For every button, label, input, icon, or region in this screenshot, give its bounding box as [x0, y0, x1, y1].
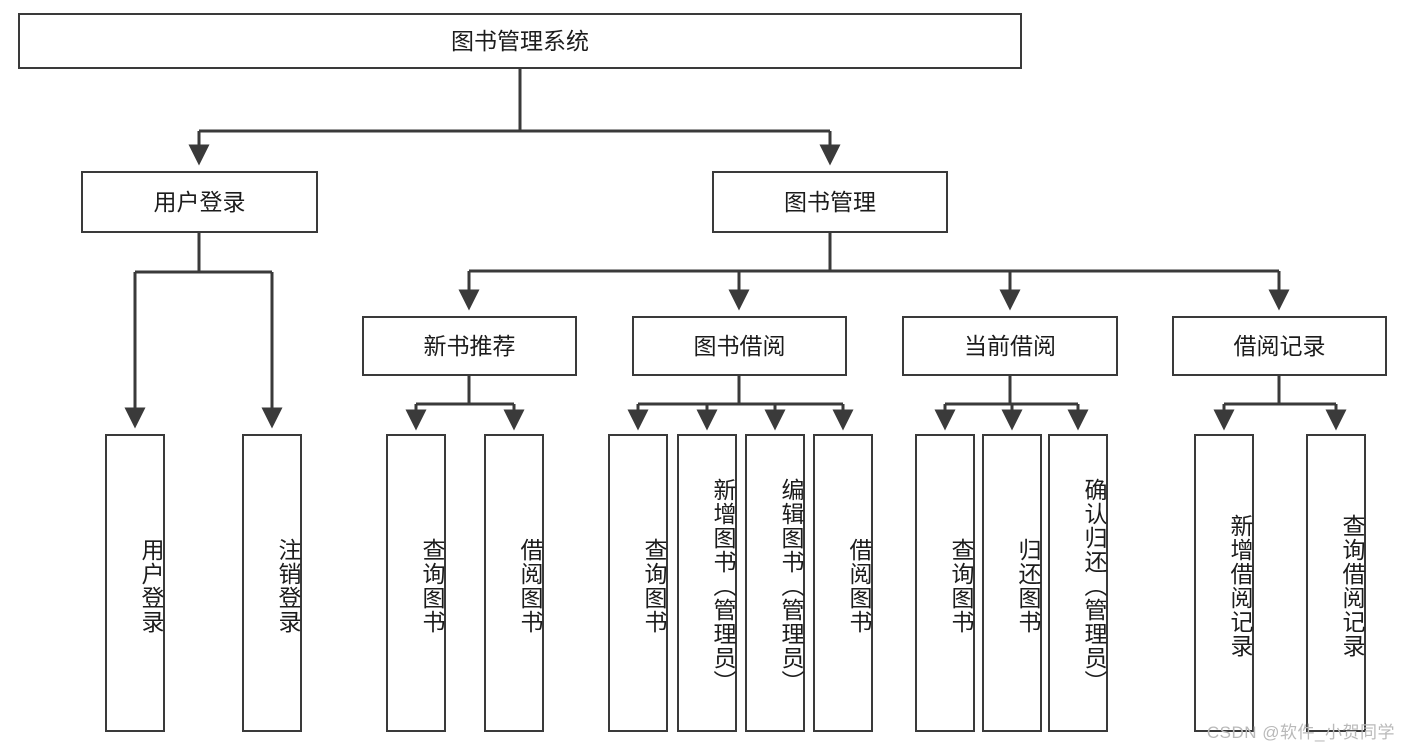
node-leaf-user-login-label: 用户登录: [138, 538, 164, 634]
node-new-book-recommend[interactable]: 新书推荐: [362, 316, 577, 376]
node-leaf-add-book-label: 新增图书（管理员）: [710, 478, 736, 694]
node-leaf-confirm-return-label: 确认归还（管理员）: [1081, 478, 1107, 694]
node-book-borrow[interactable]: 图书借阅: [632, 316, 847, 376]
node-leaf-return-book[interactable]: 归还图书: [982, 434, 1042, 732]
node-borrow-record[interactable]: 借阅记录: [1172, 316, 1387, 376]
node-leaf-query-book-cur-label: 查询图书: [948, 538, 974, 634]
node-leaf-query-record[interactable]: 查询借阅记录: [1306, 434, 1366, 732]
node-borrow-record-label: 借阅记录: [1233, 332, 1326, 359]
node-leaf-borrow-book-rec[interactable]: 借阅图书: [484, 434, 544, 732]
node-leaf-return-book-label: 归还图书: [1015, 538, 1041, 634]
node-leaf-query-book-borrow-label: 查询图书: [641, 538, 667, 634]
node-leaf-query-book-rec[interactable]: 查询图书: [386, 434, 446, 732]
node-root[interactable]: 图书管理系统: [18, 13, 1022, 69]
node-leaf-borrow-book-rec-label: 借阅图书: [517, 538, 543, 634]
node-leaf-query-book-rec-label: 查询图书: [419, 538, 445, 634]
node-user-login-label: 用户登录: [153, 188, 246, 215]
watermark: CSDN @软件_小贺同学: [1206, 723, 1395, 742]
node-root-label: 图书管理系统: [451, 27, 589, 54]
node-leaf-add-book[interactable]: 新增图书（管理员）: [677, 434, 737, 732]
node-leaf-add-record-label: 新增借阅记录: [1227, 514, 1253, 658]
node-new-book-recommend-label: 新书推荐: [423, 332, 516, 359]
node-leaf-borrow-book[interactable]: 借阅图书: [813, 434, 873, 732]
node-leaf-query-book-borrow[interactable]: 查询图书: [608, 434, 668, 732]
node-leaf-logout[interactable]: 注销登录: [242, 434, 302, 732]
node-book-manage-label: 图书管理: [784, 188, 876, 215]
node-leaf-query-book-cur[interactable]: 查询图书: [915, 434, 975, 732]
node-book-borrow-label: 图书借阅: [693, 332, 786, 359]
node-book-manage[interactable]: 图书管理: [712, 171, 948, 233]
node-leaf-confirm-return[interactable]: 确认归还（管理员）: [1048, 434, 1108, 732]
node-leaf-user-login[interactable]: 用户登录: [105, 434, 165, 732]
node-current-borrow[interactable]: 当前借阅: [902, 316, 1118, 376]
node-leaf-add-record[interactable]: 新增借阅记录: [1194, 434, 1254, 732]
node-leaf-query-record-label: 查询借阅记录: [1339, 514, 1365, 658]
node-leaf-logout-label: 注销登录: [275, 538, 301, 634]
node-user-login[interactable]: 用户登录: [81, 171, 318, 233]
node-leaf-edit-book-label: 编辑图书（管理员）: [778, 478, 804, 694]
node-leaf-borrow-book-label: 借阅图书: [846, 538, 872, 634]
node-current-borrow-label: 当前借阅: [964, 332, 1056, 359]
node-leaf-edit-book[interactable]: 编辑图书（管理员）: [745, 434, 805, 732]
